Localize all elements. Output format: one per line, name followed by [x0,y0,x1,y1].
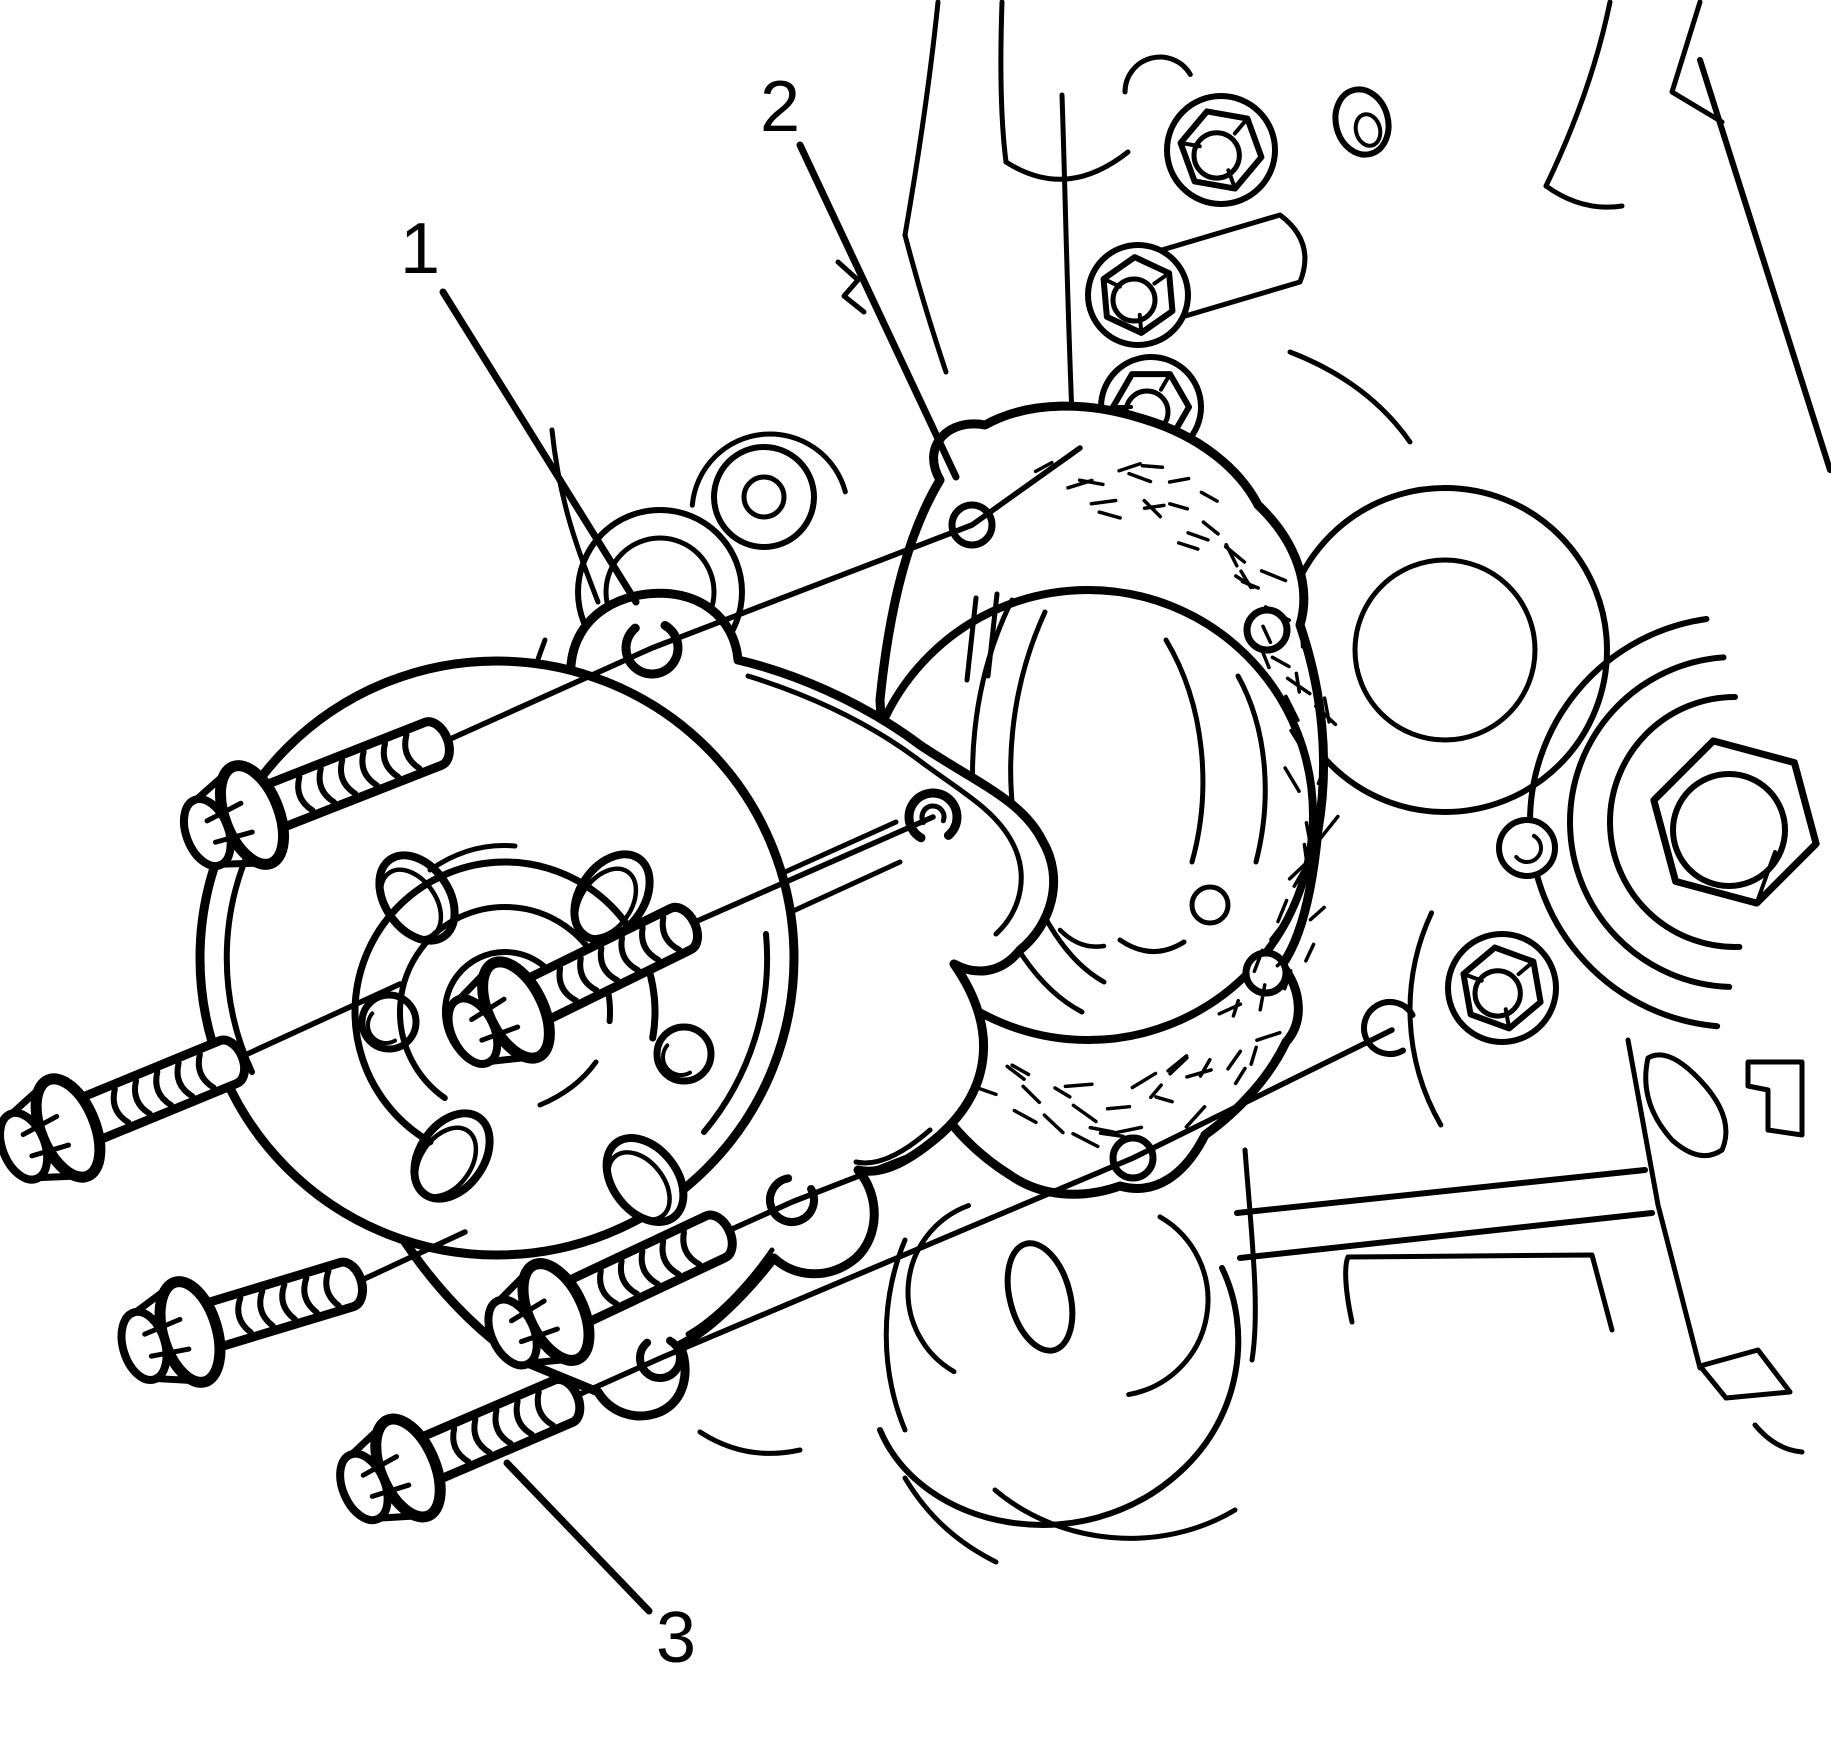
callouts-group: 1 2 3 [400,67,960,1678]
callout-3-label: 3 [656,1598,696,1678]
gasket-linework [859,401,1340,1199]
callout-2-label: 2 [760,67,800,147]
callout-3-leader-line [503,1459,653,1615]
callout-2-leader-line [796,141,960,481]
bolt-lower-center [484,1210,737,1370]
callout-1-label: 1 [400,209,440,289]
bolt-bottom [336,1374,585,1525]
alignment-lines [240,445,1395,1398]
bolt-left [0,1035,250,1184]
bolt-lower-left [117,1257,368,1388]
bolt-center-hub [444,902,702,1068]
callout-1-leader-line [439,288,640,606]
bolts-group [0,717,737,1525]
